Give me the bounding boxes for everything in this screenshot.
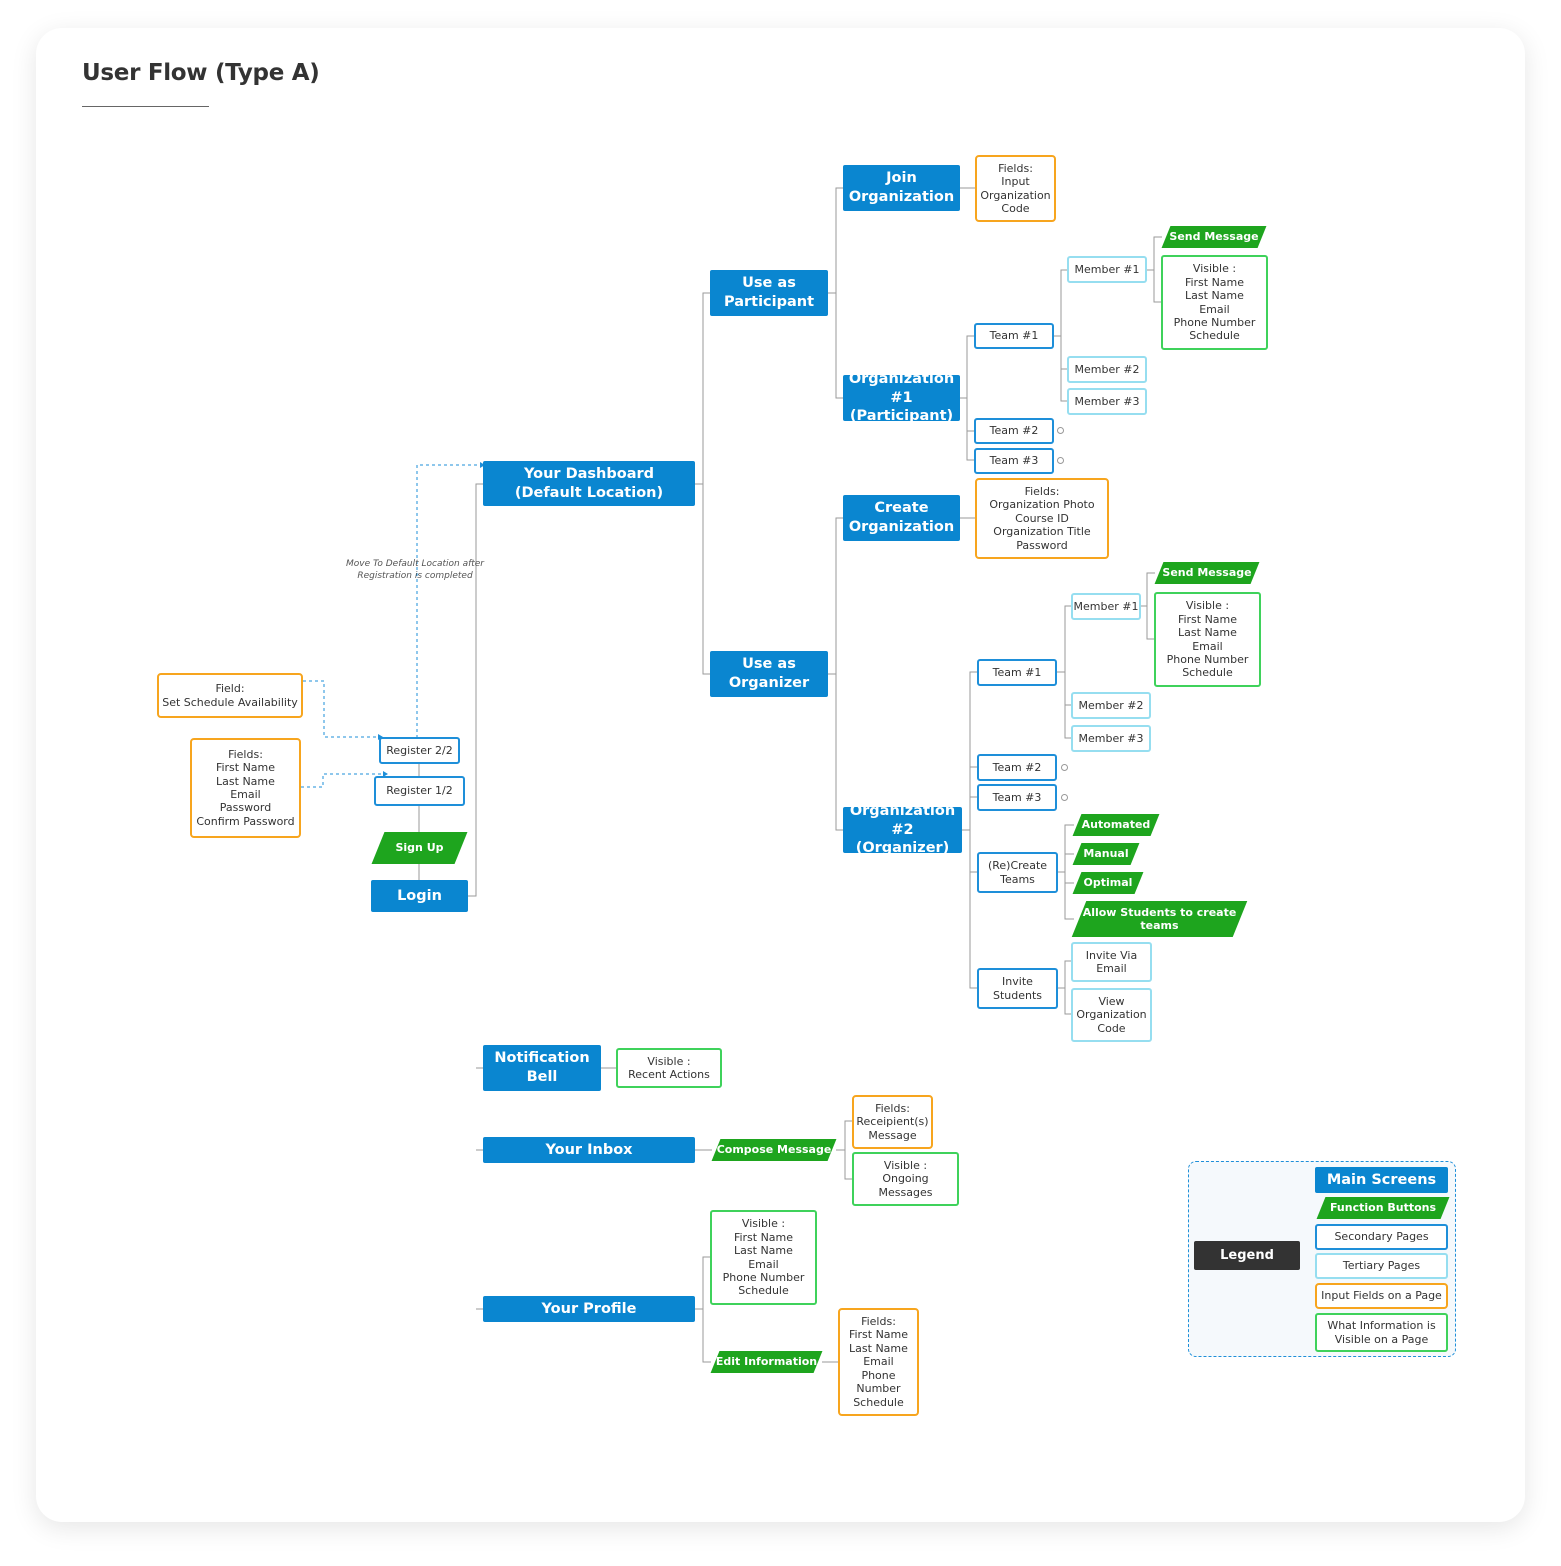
org2-team-3[interactable]: Team #3 bbox=[977, 784, 1057, 811]
connector-login-trunk bbox=[468, 483, 483, 1310]
org1-team-3[interactable]: Team #3 bbox=[974, 448, 1054, 474]
connector-participant bbox=[828, 187, 843, 399]
org2-member-visible-box: Visible : First Name Last Name Email Pho… bbox=[1154, 592, 1261, 687]
invite-students-page[interactable]: Invite Students bbox=[977, 968, 1058, 1009]
org1-team-1[interactable]: Team #1 bbox=[974, 323, 1054, 349]
connector-recreate-options bbox=[1057, 824, 1074, 920]
profile-visible-box: Visible : First Name Last Name Email Pho… bbox=[710, 1210, 817, 1305]
sign-up-label: Sign Up bbox=[395, 841, 444, 855]
connector-team1b-members bbox=[1057, 605, 1072, 739]
dashboard-screen[interactable]: Your Dashboard (Default Location) bbox=[483, 461, 695, 506]
connector-org2-teams bbox=[962, 671, 978, 989]
join-org-fields-box: Fields: Input Organization Code bbox=[975, 155, 1056, 222]
organization-2-screen[interactable]: Organization #2 (Organizer) bbox=[843, 803, 962, 856]
org1-send-message-button[interactable]: Send Message bbox=[1166, 226, 1262, 248]
manual-label: Manual bbox=[1083, 847, 1129, 861]
login-screen[interactable]: Login bbox=[371, 880, 468, 912]
legend-title: Legend bbox=[1194, 1241, 1300, 1270]
legend-function-buttons: Function Buttons bbox=[1321, 1197, 1445, 1219]
collapse-indicator-icon[interactable] bbox=[1057, 427, 1064, 434]
org1-member-visible-box: Visible : First Name Last Name Email Pho… bbox=[1161, 255, 1268, 350]
notification-visible-box: Visible : Recent Actions bbox=[616, 1048, 722, 1088]
use-as-organizer-screen[interactable]: Use as Organizer bbox=[710, 651, 828, 697]
inbox-screen[interactable]: Your Inbox bbox=[483, 1137, 695, 1163]
org1-member-1[interactable]: Member #1 bbox=[1067, 256, 1147, 283]
register1-fields-box: Fields: First Name Last Name Email Passw… bbox=[190, 738, 301, 838]
org1-member-3[interactable]: Member #3 bbox=[1067, 388, 1147, 415]
automated-button[interactable]: Automated bbox=[1077, 814, 1155, 836]
connector-register-to-dashboard bbox=[416, 464, 480, 738]
connector-inbox bbox=[695, 1120, 853, 1180]
edit-information-button[interactable]: Edit Information bbox=[715, 1351, 818, 1373]
dashboard-redirect-note: Move To Default Location after Registrat… bbox=[345, 559, 485, 582]
compose-message-button[interactable]: Compose Message bbox=[716, 1139, 832, 1161]
org2-send-message-button[interactable]: Send Message bbox=[1159, 562, 1255, 584]
legend-tertiary-pages: Tertiary Pages bbox=[1315, 1253, 1448, 1279]
sign-up-button[interactable]: Sign Up bbox=[378, 832, 461, 864]
recreate-teams-page[interactable]: (Re)Create Teams bbox=[977, 852, 1058, 893]
collapse-indicator-icon[interactable] bbox=[1061, 794, 1068, 801]
optimal-label: Optimal bbox=[1083, 876, 1133, 890]
create-organization-screen[interactable]: Create Organization bbox=[843, 495, 960, 541]
connector-dashboard-roles bbox=[695, 292, 710, 675]
view-org-code-page[interactable]: View Organization Code bbox=[1071, 988, 1152, 1042]
send-message-label: Send Message bbox=[1162, 566, 1252, 580]
connector-profile bbox=[695, 1256, 839, 1363]
collapse-indicator-icon[interactable] bbox=[1057, 457, 1064, 464]
legend-visible-info: What Information is Visible on a Page bbox=[1315, 1313, 1448, 1352]
optimal-button[interactable]: Optimal bbox=[1077, 872, 1139, 894]
org2-team-2[interactable]: Team #2 bbox=[977, 754, 1057, 781]
allow-students-button[interactable]: Allow Students to create teams bbox=[1079, 901, 1240, 937]
send-message-label: Send Message bbox=[1169, 230, 1259, 244]
organization-1-screen[interactable]: Organization #1 (Participant) bbox=[843, 371, 960, 424]
page-title: User Flow (Type A) bbox=[82, 60, 320, 86]
connector-team1-members bbox=[1053, 269, 1068, 402]
legend-main-screens: Main Screens bbox=[1315, 1167, 1448, 1193]
connector-field-to-register2 bbox=[303, 680, 378, 738]
org2-member-1[interactable]: Member #1 bbox=[1071, 593, 1141, 620]
org1-team-2[interactable]: Team #2 bbox=[974, 418, 1054, 444]
connector-member1b-actions bbox=[1140, 572, 1155, 640]
use-as-participant-screen[interactable]: Use as Participant bbox=[710, 270, 828, 316]
collapse-indicator-icon[interactable] bbox=[1061, 764, 1068, 771]
register-2-page[interactable]: Register 2/2 bbox=[379, 737, 460, 764]
register-1-page[interactable]: Register 1/2 bbox=[374, 776, 465, 806]
legend-input-fields: Input Fields on a Page bbox=[1315, 1283, 1448, 1309]
profile-screen[interactable]: Your Profile bbox=[483, 1296, 695, 1322]
connector-organizer bbox=[828, 517, 843, 831]
org2-member-3[interactable]: Member #3 bbox=[1071, 725, 1151, 752]
org2-team-1[interactable]: Team #1 bbox=[977, 659, 1057, 686]
edit-fields-box: Fields: First Name Last Name Email Phone… bbox=[838, 1308, 919, 1416]
org1-member-2[interactable]: Member #2 bbox=[1067, 356, 1147, 383]
connector-invite-options bbox=[1057, 960, 1072, 1015]
automated-label: Automated bbox=[1081, 818, 1151, 832]
connector-fields-to-register1 bbox=[301, 773, 383, 788]
ongoing-messages-box: Visible : Ongoing Messages bbox=[852, 1152, 959, 1206]
connector-member1-actions bbox=[1147, 236, 1162, 303]
manual-button[interactable]: Manual bbox=[1077, 843, 1135, 865]
compose-fields-box: Fields: Receipient(s) Message bbox=[852, 1095, 933, 1149]
allow-students-label: Allow Students to create teams bbox=[1082, 905, 1237, 932]
create-org-fields-box: Fields: Organization Photo Course ID Org… bbox=[975, 478, 1109, 559]
notification-bell-screen[interactable]: Notification Bell bbox=[483, 1045, 601, 1091]
org2-member-2[interactable]: Member #2 bbox=[1071, 692, 1151, 719]
invite-via-email-page[interactable]: Invite Via Email bbox=[1071, 942, 1152, 982]
title-underline bbox=[82, 106, 209, 107]
legend-secondary-pages: Secondary Pages bbox=[1315, 1224, 1448, 1250]
register2-field-box: Field: Set Schedule Availability bbox=[157, 673, 303, 718]
join-organization-screen[interactable]: Join Organization bbox=[843, 165, 960, 211]
legend-function-label: Function Buttons bbox=[1329, 1201, 1437, 1215]
edit-information-label: Edit Information bbox=[715, 1355, 818, 1369]
connector-org1-teams bbox=[960, 335, 975, 461]
compose-message-label: Compose Message bbox=[716, 1143, 832, 1157]
